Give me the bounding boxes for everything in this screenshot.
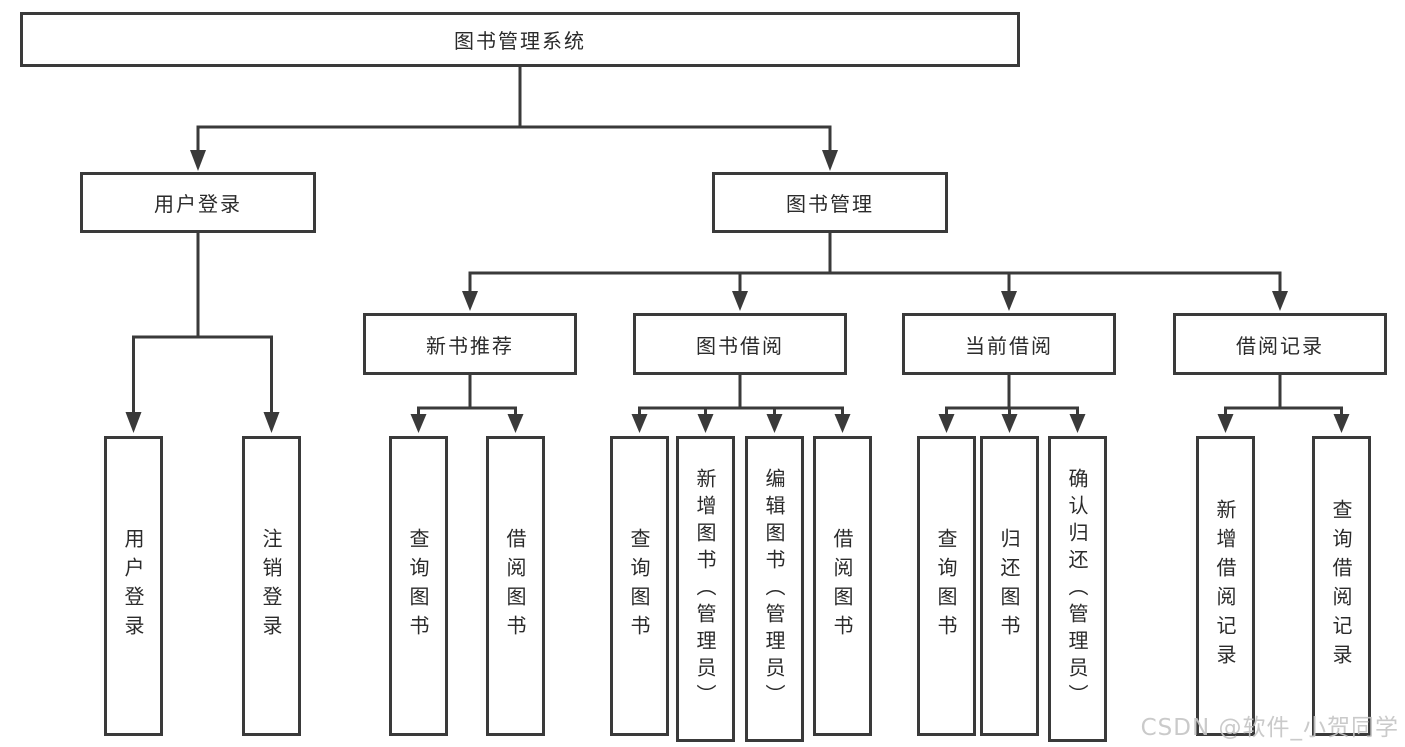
leaf-add-book-admin: 新增图书（管理员） (676, 436, 735, 742)
leaf-query-book-1: 查询图书 (389, 436, 448, 736)
node-borrow-records: 借阅记录 (1173, 313, 1387, 375)
node-library-management-system: 图书管理系统 (20, 12, 1020, 67)
node-book-management: 图书管理 (712, 172, 948, 233)
node-current-borrow: 当前借阅 (902, 313, 1116, 375)
leaf-user-login: 用户登录 (104, 436, 163, 736)
leaf-logout: 注销登录 (242, 436, 301, 736)
leaf-query-book-3: 查询图书 (917, 436, 976, 736)
node-new-book-recommend: 新书推荐 (363, 313, 577, 375)
leaf-add-borrow-record: 新增借阅记录 (1196, 436, 1255, 736)
node-user-login: 用户登录 (80, 172, 316, 233)
csdn-watermark: CSDN @软件_小贺同学 (1140, 715, 1399, 741)
leaf-return-book: 归还图书 (980, 436, 1039, 736)
leaf-edit-book-admin: 编辑图书（管理员） (745, 436, 804, 742)
leaf-borrow-book-2: 借阅图书 (813, 436, 872, 736)
leaf-borrow-book-1: 借阅图书 (486, 436, 545, 736)
leaf-query-book-2: 查询图书 (610, 436, 669, 736)
node-book-borrow: 图书借阅 (633, 313, 847, 375)
leaf-confirm-return-admin: 确认归还（管理员） (1048, 436, 1107, 742)
leaf-query-borrow-record: 查询借阅记录 (1312, 436, 1371, 736)
